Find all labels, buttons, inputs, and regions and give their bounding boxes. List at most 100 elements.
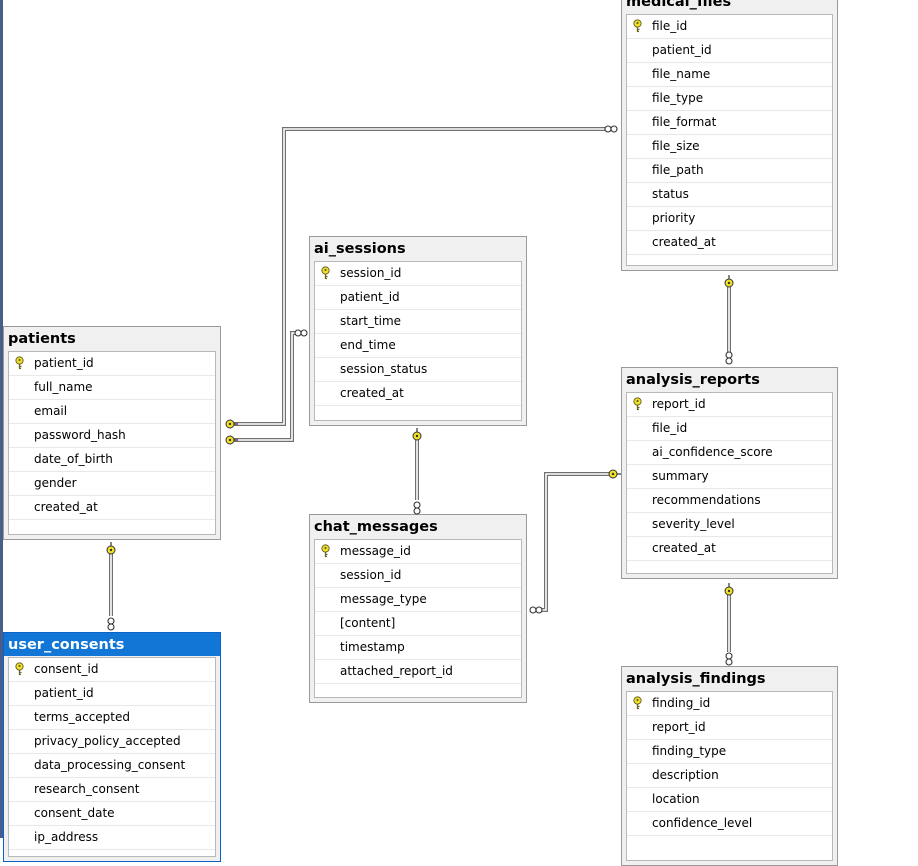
- column-name: created_at: [34, 500, 98, 514]
- table-title[interactable]: medical_files: [622, 0, 837, 13]
- column-name: ai_confidence_score: [652, 445, 773, 459]
- column-row[interactable]: consent_date: [9, 802, 215, 826]
- column-name: ip_address: [34, 830, 99, 844]
- column-row[interactable]: timestamp: [315, 636, 521, 660]
- column-row[interactable]: report_id: [627, 716, 832, 740]
- column-row[interactable]: ai_confidence_score: [627, 441, 832, 465]
- column-row[interactable]: status: [627, 183, 832, 207]
- column-row[interactable]: [content]: [315, 612, 521, 636]
- primary-key-icon: [15, 662, 24, 676]
- column-row[interactable]: priority: [627, 207, 832, 231]
- column-name: patient_id: [34, 356, 94, 370]
- table-title[interactable]: user_consents: [4, 633, 220, 656]
- column-row[interactable]: summary: [627, 465, 832, 489]
- column-row[interactable]: file_path: [627, 159, 832, 183]
- primary-key-icon: [633, 397, 642, 411]
- many-end-infinity-icon: [604, 125, 618, 133]
- column-row[interactable]: gender: [9, 472, 215, 496]
- column-row[interactable]: session_status: [315, 358, 521, 382]
- column-name: email: [34, 404, 68, 418]
- column-row[interactable]: finding_type: [627, 740, 832, 764]
- column-row[interactable]: created_at: [627, 537, 832, 561]
- column-row[interactable]: description: [627, 764, 832, 788]
- column-row[interactable]: report_id: [627, 393, 832, 417]
- column-row[interactable]: data_processing_consent: [9, 754, 215, 778]
- column-name: data_processing_consent: [34, 758, 186, 772]
- column-name: file_format: [652, 115, 717, 129]
- column-row[interactable]: end_time: [315, 334, 521, 358]
- column-row[interactable]: date_of_birth: [9, 448, 215, 472]
- table-title[interactable]: analysis_reports: [622, 368, 837, 391]
- column-row[interactable]: file_id: [627, 15, 832, 39]
- column-row[interactable]: recommendations: [627, 489, 832, 513]
- column-row[interactable]: full_name: [9, 376, 215, 400]
- column-name: patient_id: [34, 686, 94, 700]
- column-name: session_status: [340, 362, 428, 376]
- column-row[interactable]: email: [9, 400, 215, 424]
- column-list: file_id patient_id file_name file_type file_…: [626, 14, 833, 266]
- column-name: [content]: [340, 616, 396, 630]
- column-row[interactable]: session_id: [315, 564, 521, 588]
- column-name: status: [652, 187, 689, 201]
- column-row[interactable]: privacy_policy_accepted: [9, 730, 215, 754]
- table-title[interactable]: chat_messages: [310, 515, 526, 538]
- many-end-infinity-icon: [107, 617, 115, 631]
- column-row[interactable]: file_name: [627, 63, 832, 87]
- column-name: timestamp: [340, 640, 405, 654]
- column-name: privacy_policy_accepted: [34, 734, 181, 748]
- column-name: password_hash: [34, 428, 126, 442]
- column-name: patient_id: [652, 43, 712, 57]
- column-row[interactable]: confidence_level: [627, 812, 832, 836]
- column-row[interactable]: location: [627, 788, 832, 812]
- column-name: report_id: [652, 720, 706, 734]
- column-name: date_of_birth: [34, 452, 113, 466]
- column-row[interactable]: password_hash: [9, 424, 215, 448]
- column-row[interactable]: created_at: [9, 496, 215, 520]
- column-row[interactable]: ip_address: [9, 826, 215, 850]
- column-row[interactable]: message_type: [315, 588, 521, 612]
- column-row[interactable]: patient_id: [315, 286, 521, 310]
- column-row[interactable]: patient_id: [9, 682, 215, 706]
- column-row[interactable]: consent_id: [9, 658, 215, 682]
- one-end-key-icon: [724, 583, 734, 596]
- one-end-key-icon: [225, 419, 238, 429]
- many-end-infinity-icon: [529, 606, 543, 614]
- table-title[interactable]: patients: [4, 327, 220, 350]
- primary-key-icon: [321, 266, 330, 280]
- column-row[interactable]: finding_id: [627, 692, 832, 716]
- column-row[interactable]: terms_accepted: [9, 706, 215, 730]
- primary-key-icon: [15, 356, 24, 370]
- column-row[interactable]: patient_id: [9, 352, 215, 376]
- column-row[interactable]: file_id: [627, 417, 832, 441]
- column-row[interactable]: file_size: [627, 135, 832, 159]
- one-end-key-icon: [608, 469, 621, 479]
- column-row[interactable]: session_id: [315, 262, 521, 286]
- column-name: confidence_level: [652, 816, 753, 830]
- column-row[interactable]: message_id: [315, 540, 521, 564]
- column-row[interactable]: created_at: [627, 231, 832, 255]
- column-row[interactable]: file_type: [627, 87, 832, 111]
- table-title[interactable]: ai_sessions: [310, 237, 526, 260]
- column-name: file_type: [652, 91, 704, 105]
- column-row[interactable]: file_format: [627, 111, 832, 135]
- table-title[interactable]: analysis_findings: [622, 667, 837, 690]
- column-row[interactable]: start_time: [315, 310, 521, 334]
- column-row[interactable]: research_consent: [9, 778, 215, 802]
- column-row[interactable]: patient_id: [627, 39, 832, 63]
- column-row[interactable]: attached_report_id: [315, 660, 521, 684]
- column-row[interactable]: created_at: [315, 382, 521, 406]
- many-end-infinity-icon: [413, 501, 421, 515]
- column-row[interactable]: severity_level: [627, 513, 832, 537]
